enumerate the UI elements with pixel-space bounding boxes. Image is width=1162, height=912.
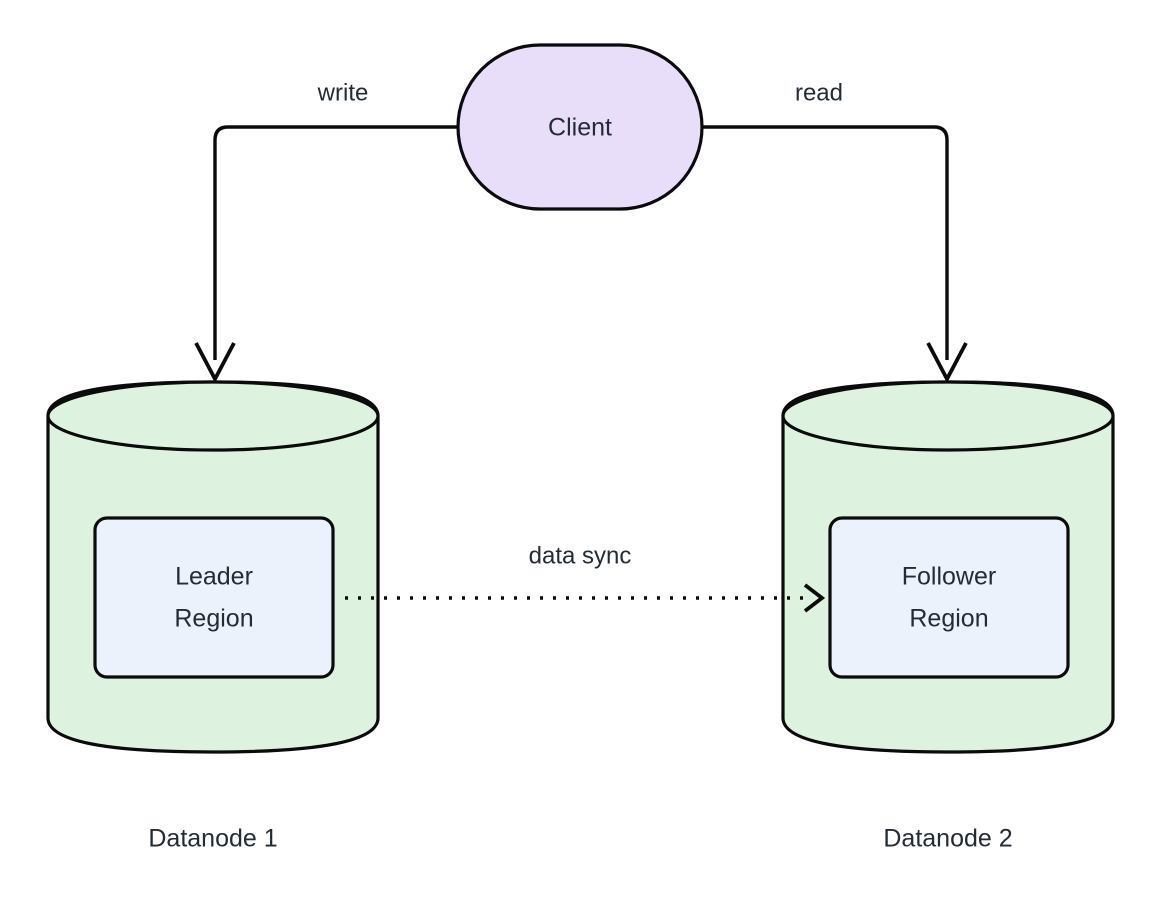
edge-write-arrowhead (194, 342, 236, 384)
leader-region-box[interactable]: Leader Region (93, 516, 335, 679)
node-client[interactable]: Client (456, 43, 704, 211)
edge-data-sync: data sync (345, 542, 826, 613)
leader-region-label-line1: Leader (175, 563, 253, 591)
follower-region-label-line2: Region (909, 605, 988, 633)
node-datanode2[interactable]: Follower Region (781, 380, 1115, 754)
node-datanode1[interactable]: Leader Region (46, 380, 380, 754)
client-label: Client (548, 114, 612, 142)
edge-write-path (213, 125, 458, 360)
follower-region-label-line1: Follower (902, 563, 996, 591)
datanode1-cylinder-top (46, 380, 380, 452)
edge-read: read (702, 79, 968, 384)
datanode2-caption: Datanode 2 (883, 825, 1012, 853)
edge-write: write (194, 79, 458, 384)
edge-data-sync-arrowhead (803, 583, 826, 613)
edge-read-arrowhead (926, 342, 968, 384)
leader-region-rect (93, 516, 335, 679)
edge-data-sync-label: data sync (529, 542, 632, 569)
edge-read-label: read (795, 79, 843, 106)
follower-region-box[interactable]: Follower Region (828, 516, 1070, 679)
edge-read-path (702, 125, 949, 360)
client-shape (456, 43, 704, 211)
follower-region-rect (828, 516, 1070, 679)
edge-write-label: write (317, 79, 369, 106)
datanode1-caption: Datanode 1 (148, 825, 277, 853)
datanode2-cylinder-top (781, 380, 1115, 452)
leader-region-label-line2: Region (174, 605, 253, 633)
